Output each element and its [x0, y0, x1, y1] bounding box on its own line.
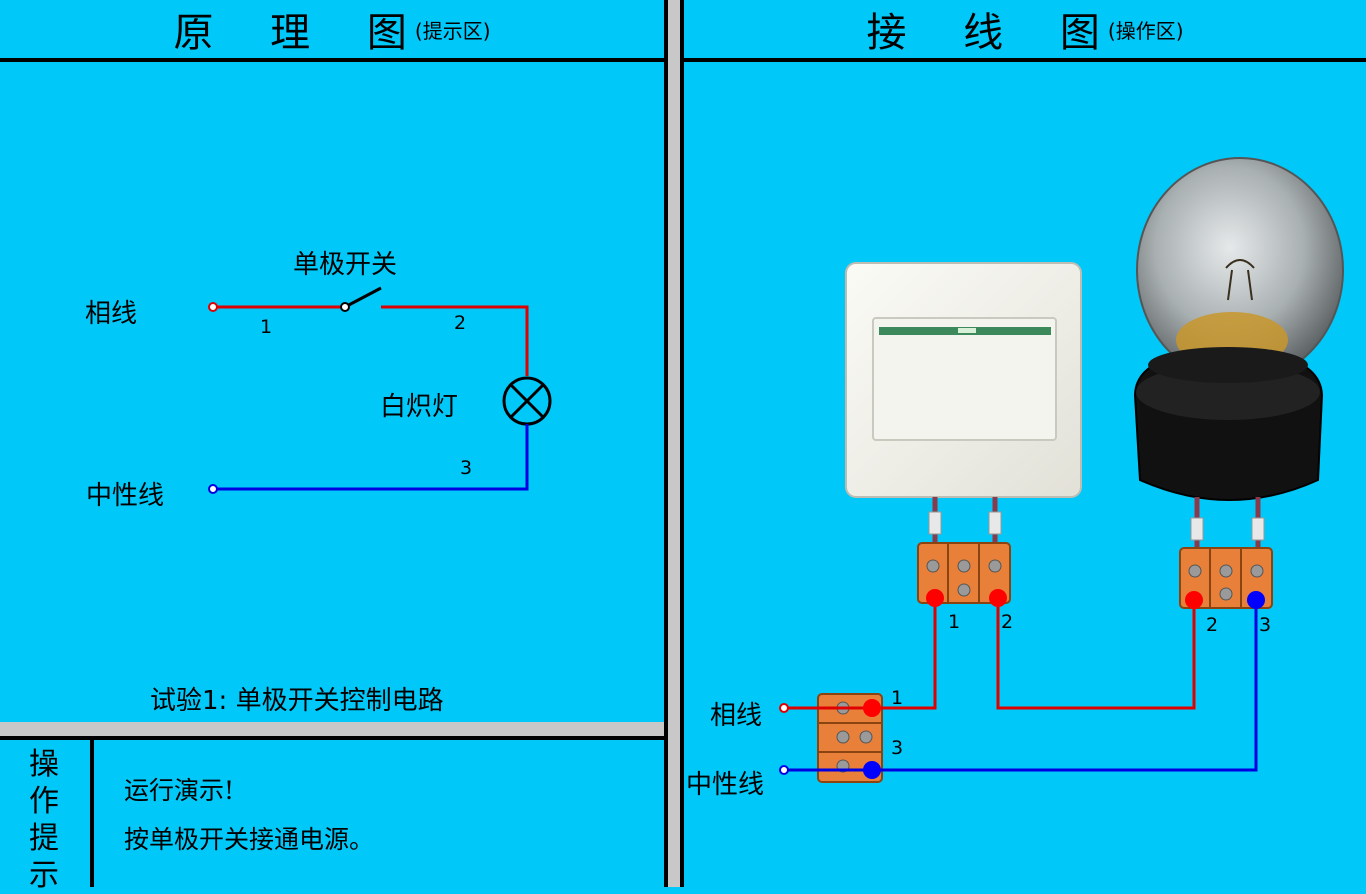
- schematic-lamp-label: 白炽灯: [380, 392, 459, 422]
- lamp-terminal-2-dot[interactable]: [1185, 591, 1203, 609]
- schematic-switch-label: 单极开关: [293, 250, 398, 280]
- switch-lever: [344, 286, 382, 309]
- tip-line-run-demo: 运行演示!: [124, 776, 235, 805]
- tips-heading-char: 操: [29, 747, 59, 782]
- wiring-neutral-label: 中性线: [686, 770, 765, 800]
- left-panel-title: 原 理 图 (提示区): [0, 0, 664, 58]
- phase-input-terminal[interactable]: [779, 703, 789, 713]
- phase-wire-2: [381, 305, 529, 376]
- experiment-caption: 试验1: 单极开关控制电路: [150, 686, 444, 716]
- center-divider-left: [664, 0, 668, 887]
- switch-terminal-number-2: 2: [1001, 611, 1014, 633]
- lamp-terminal-3-dot[interactable]: [1247, 591, 1265, 609]
- left-title-underline: [0, 58, 664, 62]
- main-terminal-number-1: 1: [891, 687, 904, 709]
- phase-wire-1: [872, 598, 937, 710]
- right-title-text: 接 线 图: [866, 10, 1122, 56]
- lamp-cross-b: [509, 383, 545, 419]
- tips-heading-char: 作: [29, 784, 59, 819]
- tips-heading: 操 作 提 示: [22, 746, 66, 894]
- bulb-filament: [1225, 259, 1255, 301]
- neutral-wire: [216, 424, 529, 491]
- wiring-phase-label: 相线: [710, 701, 763, 731]
- main-terminal-block: [817, 693, 883, 783]
- tips-heading-border: [90, 740, 94, 887]
- schematic-wire-number-2: 2: [454, 312, 467, 334]
- tips-top-border: [0, 736, 664, 740]
- schematic-wire-number-1: 1: [260, 316, 273, 338]
- lamp-leads: [1190, 497, 1265, 550]
- schematic-diagram: [208, 286, 552, 494]
- left-title-note: (提示区): [414, 18, 491, 43]
- left-title-text: 原 理 图: [173, 10, 429, 56]
- center-divider-right: [680, 0, 684, 887]
- right-panel-title: 接 线 图 (操作区): [684, 0, 1366, 58]
- lamp-terminal-block: [1179, 547, 1273, 609]
- switch-terminal-number-1: 1: [948, 611, 961, 633]
- switch-indicator-light: [958, 328, 976, 333]
- lamp-socket-top: [1148, 347, 1308, 383]
- lamp-terminal-number-2: 2: [1206, 614, 1219, 636]
- light-bulb: [1133, 157, 1344, 501]
- main-terminal-3-dot[interactable]: [863, 761, 881, 779]
- schematic-wire-number-3: 3: [460, 457, 473, 479]
- neutral-input-terminal[interactable]: [779, 765, 789, 775]
- phase-wire-2: [996, 598, 1196, 710]
- right-title-underline: [684, 58, 1366, 62]
- tips-separator: [0, 722, 664, 736]
- main-terminal-number-3: 3: [891, 737, 904, 759]
- switch-terminal-block: [917, 542, 1011, 604]
- main-terminal-1-dot[interactable]: [863, 699, 881, 717]
- neutral-wire-3: [872, 600, 1258, 772]
- lamp-terminal-number-3: 3: [1259, 614, 1272, 636]
- switch-rocker[interactable]: [872, 317, 1057, 441]
- switch-leads: [928, 497, 1002, 545]
- switch-terminal-2-dot[interactable]: [989, 589, 1007, 607]
- tips-heading-char: 提: [29, 821, 59, 856]
- phase-terminal: [208, 302, 218, 312]
- neutral-terminal: [208, 484, 218, 494]
- schematic-phase-label: 相线: [85, 299, 138, 329]
- tip-line-instruction: 按单极开关接通电源。: [124, 825, 375, 854]
- right-title-note: (操作区): [1107, 18, 1184, 43]
- switch-terminal-1-dot[interactable]: [926, 589, 944, 607]
- schematic-neutral-label: 中性线: [86, 481, 165, 511]
- center-gutter: [664, 0, 684, 887]
- switch-pivot: [340, 302, 350, 312]
- wall-switch[interactable]: [845, 262, 1082, 498]
